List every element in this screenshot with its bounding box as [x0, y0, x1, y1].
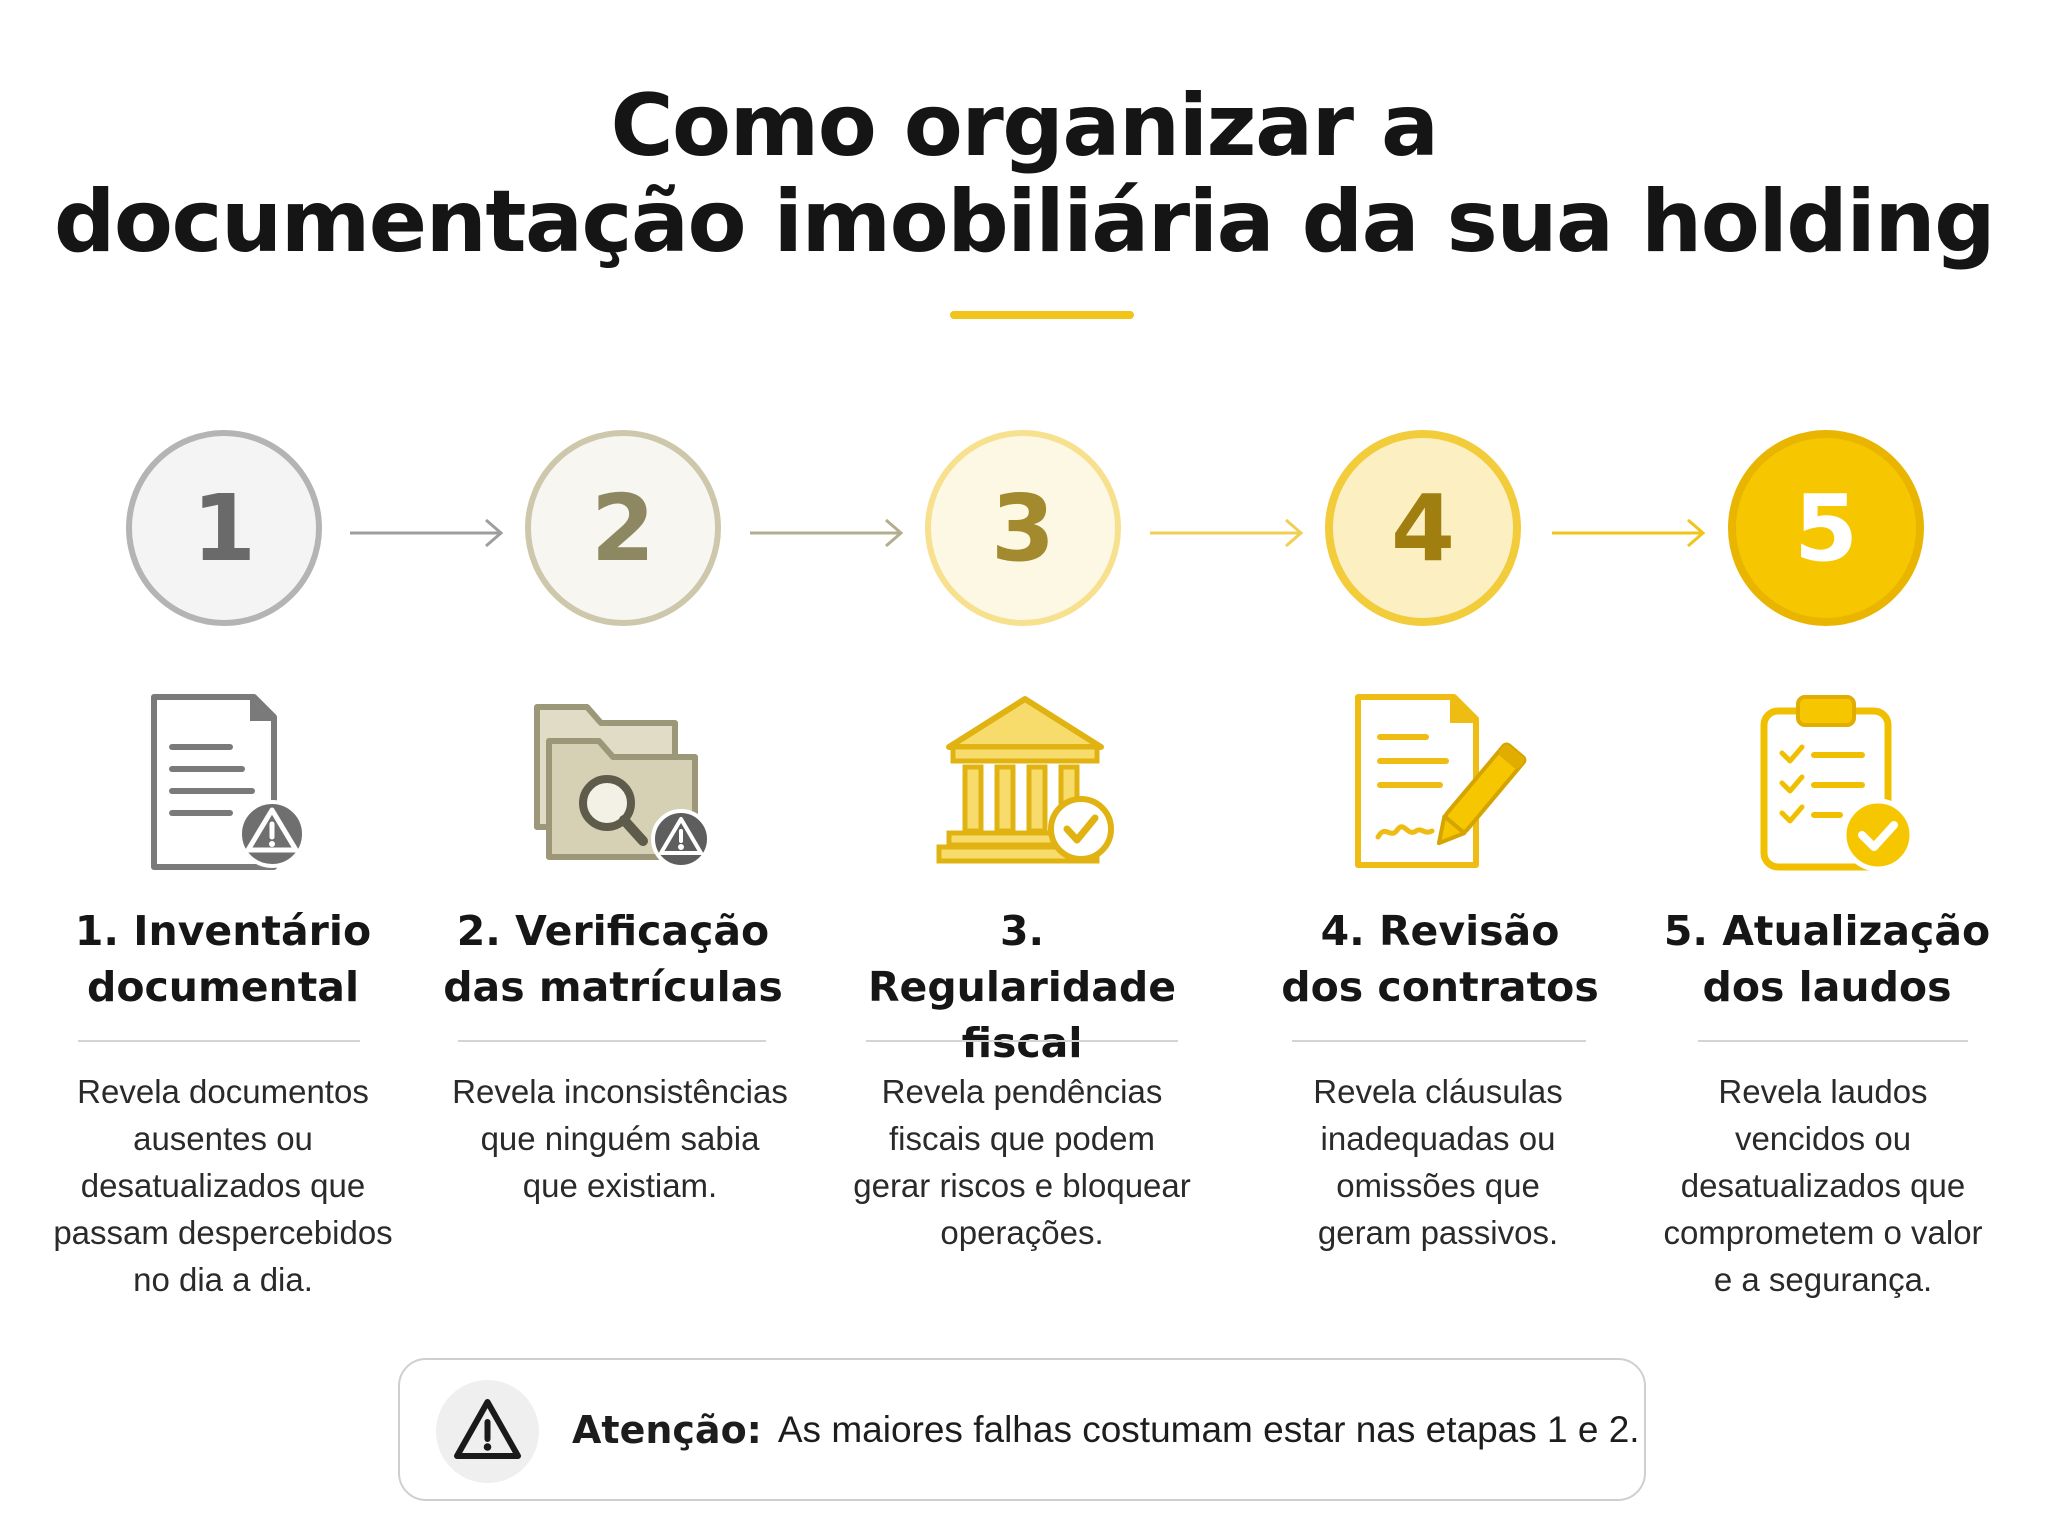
step-title-4-line-1: 4. Revisão — [1320, 907, 1560, 955]
step-title-2: 2. Verificação das matrículas — [443, 903, 783, 1015]
arrow-right-icon — [750, 518, 904, 548]
step-title-2-line-2: das matrículas — [443, 963, 783, 1011]
step-description-line: geram passivos. — [1317, 1214, 1559, 1251]
step-description-line: Revela cláusulas — [1313, 1073, 1563, 1110]
step-divider-3 — [866, 1040, 1178, 1042]
step-number-5: 5 — [1793, 474, 1858, 582]
step-description-line: que existiam. — [522, 1167, 718, 1204]
step-description-line: operações. — [940, 1214, 1104, 1251]
step-description-line: comprometem o valor — [1663, 1214, 1983, 1251]
step-circle-3: 3 — [925, 430, 1121, 626]
folder-search-warning-icon — [534, 704, 711, 869]
step-description-5: Revela laudos vencidos ou desatualizados… — [1653, 1068, 1993, 1303]
attention-note-text: Atenção: As maiores falhas costumam esta… — [572, 1360, 1640, 1499]
arrow-right-icon — [350, 518, 504, 548]
step-description-line: no dia a dia. — [133, 1261, 313, 1298]
step-description-1: Revela documentos ausentes ou desatualiz… — [53, 1068, 393, 1303]
step-title-3-line-1: 3. Regularidade — [867, 907, 1177, 1011]
step-description-line: passam despercebidos — [53, 1214, 393, 1251]
step-description-line: que ninguém sabia — [480, 1120, 760, 1157]
attention-label: Atenção: — [572, 1407, 762, 1452]
page-title: Como organizar a documentação imobiliári… — [0, 78, 2048, 270]
step-title-5: 5. Atualização dos laudos — [1657, 903, 1997, 1015]
step-description-line: gerar riscos e bloquear — [853, 1167, 1191, 1204]
step-title-2-line-1: 2. Verificação — [456, 907, 770, 955]
step-number-4: 4 — [1390, 474, 1455, 582]
step-title-3-line-2: fiscal — [961, 1019, 1083, 1067]
title-line-2: documentação imobiliária da sua holding — [53, 172, 1996, 272]
step-title-5-line-2: dos laudos — [1702, 963, 1952, 1011]
step-title-1-line-2: documental — [86, 963, 360, 1011]
step-number-3: 3 — [990, 474, 1055, 582]
clipboard-check-icon — [1760, 695, 1915, 872]
step-description-line: ausentes ou — [133, 1120, 313, 1157]
step-title-1-line-1: 1. Inventário — [74, 907, 372, 955]
step-description-line: Revela inconsistências — [452, 1073, 788, 1110]
step-divider-2 — [458, 1040, 766, 1042]
step-description-line: omissões que — [1336, 1167, 1540, 1204]
step-circle-1: 1 — [126, 430, 322, 626]
step-title-4: 4. Revisão dos contratos — [1270, 903, 1610, 1015]
attention-note: Atenção: As maiores falhas costumam esta… — [398, 1358, 1646, 1501]
step-description-line: desatualizados que — [1680, 1167, 1966, 1204]
step-description-2: Revela inconsistências que ninguém sabia… — [450, 1068, 790, 1209]
step-title-1: 1. Inventário documental — [53, 903, 393, 1015]
step-description-line: desatualizados que — [80, 1167, 366, 1204]
step-description-line: Revela documentos — [77, 1073, 369, 1110]
step-description-line: fiscais que podem — [889, 1120, 1155, 1157]
arrow-right-icon — [1552, 518, 1706, 548]
step-number-1: 1 — [191, 474, 256, 582]
step-title-3: 3. Regularidade fiscal — [852, 903, 1192, 1071]
step-circle-4: 4 — [1325, 430, 1521, 626]
step-description-line: inadequadas ou — [1320, 1120, 1556, 1157]
step-description-line: Revela laudos — [1718, 1073, 1928, 1110]
step-divider-4 — [1292, 1040, 1586, 1042]
step-description-3: Revela pendências fiscais que podem gera… — [852, 1068, 1192, 1256]
bank-check-icon — [936, 696, 1114, 864]
step-circle-2: 2 — [525, 430, 721, 626]
warning-triangle-icon — [454, 1399, 521, 1459]
step-description-line: Revela pendências — [881, 1073, 1163, 1110]
step-circle-5: 5 — [1728, 430, 1924, 626]
title-underline — [950, 311, 1134, 319]
attention-message: As maiores falhas costumam estar nas eta… — [777, 1408, 1640, 1450]
step-description-line: vencidos ou — [1734, 1120, 1912, 1157]
step-title-4-line-2: dos contratos — [1281, 963, 1599, 1011]
step-divider-5 — [1698, 1040, 1968, 1042]
step-divider-1 — [78, 1040, 360, 1042]
title-line-1: Como organizar a — [610, 76, 1439, 176]
step-description-4: Revela cláusulas inadequadas ou omissões… — [1268, 1068, 1608, 1256]
arrow-right-icon — [1150, 518, 1304, 548]
step-number-2: 2 — [590, 474, 655, 582]
contract-pen-icon — [1355, 694, 1527, 868]
step-title-5-line-1: 5. Atualização — [1663, 907, 1991, 955]
step-description-line: e a segurança. — [1713, 1261, 1933, 1298]
document-warning-icon — [151, 694, 306, 870]
warning-icon-badge — [436, 1380, 539, 1483]
